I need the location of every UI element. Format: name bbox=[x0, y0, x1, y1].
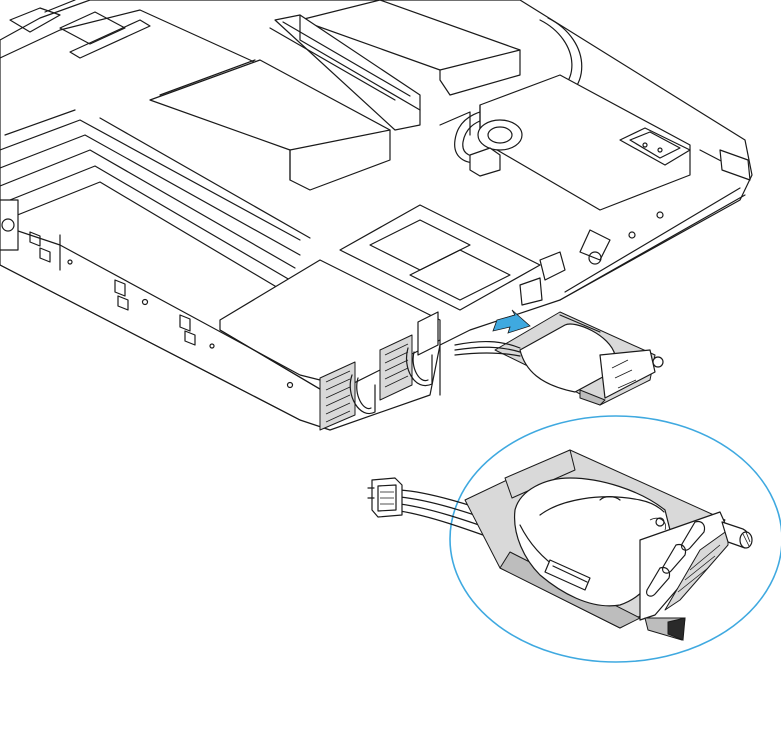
insertion-arrow-icon bbox=[492, 309, 531, 334]
server-chassis bbox=[0, 0, 753, 431]
memory-blocks bbox=[149, 0, 521, 191]
battery-bracket bbox=[639, 511, 753, 641]
rear-rail bbox=[519, 149, 751, 306]
psu-handle bbox=[406, 347, 433, 387]
battery-module-installed bbox=[454, 311, 664, 406]
expansion-slot-ribs bbox=[0, 109, 311, 293]
psu-handle bbox=[349, 374, 376, 415]
battery-module-detail bbox=[367, 449, 753, 641]
rear-module bbox=[439, 74, 691, 211]
magnify-callout-icon bbox=[449, 415, 781, 663]
side-wall bbox=[0, 199, 321, 421]
cable-connector bbox=[371, 477, 403, 518]
